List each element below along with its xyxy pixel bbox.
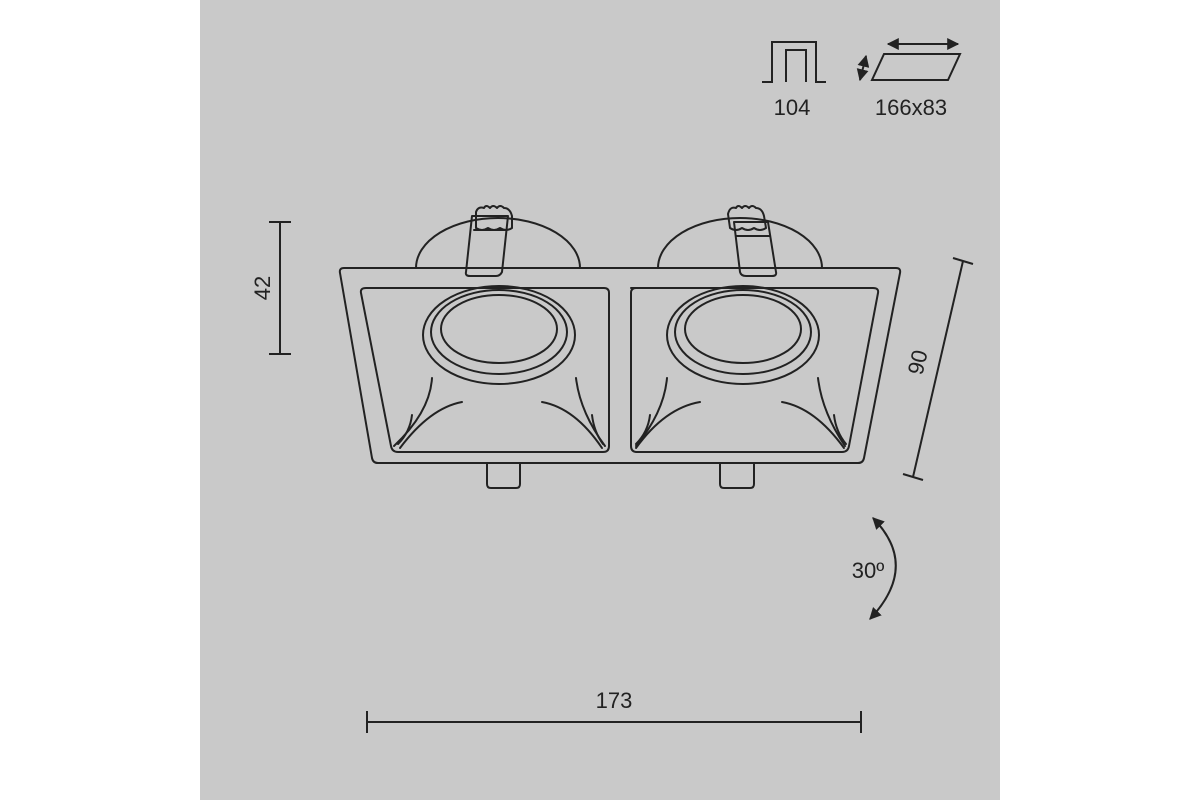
height-dimension-label: 42 — [250, 276, 275, 300]
tilt-angle-label: 30º — [852, 558, 885, 583]
recess-depth-label: 104 — [774, 95, 811, 120]
width-dimension-line — [366, 711, 862, 733]
double-spotlight-frame — [338, 205, 902, 489]
cutout-size-label: 166x83 — [875, 95, 947, 120]
depth-dimension-line — [902, 257, 974, 481]
drawing-panel — [200, 0, 1000, 800]
tilt-rotation-arrow-icon — [869, 517, 897, 620]
width-dimension-label: 173 — [596, 688, 633, 713]
depth-dimension-label: 90 — [903, 348, 933, 377]
cutout-size-icon — [856, 38, 962, 82]
height-dimension-line — [269, 221, 291, 355]
recess-depth-icon — [762, 41, 826, 83]
